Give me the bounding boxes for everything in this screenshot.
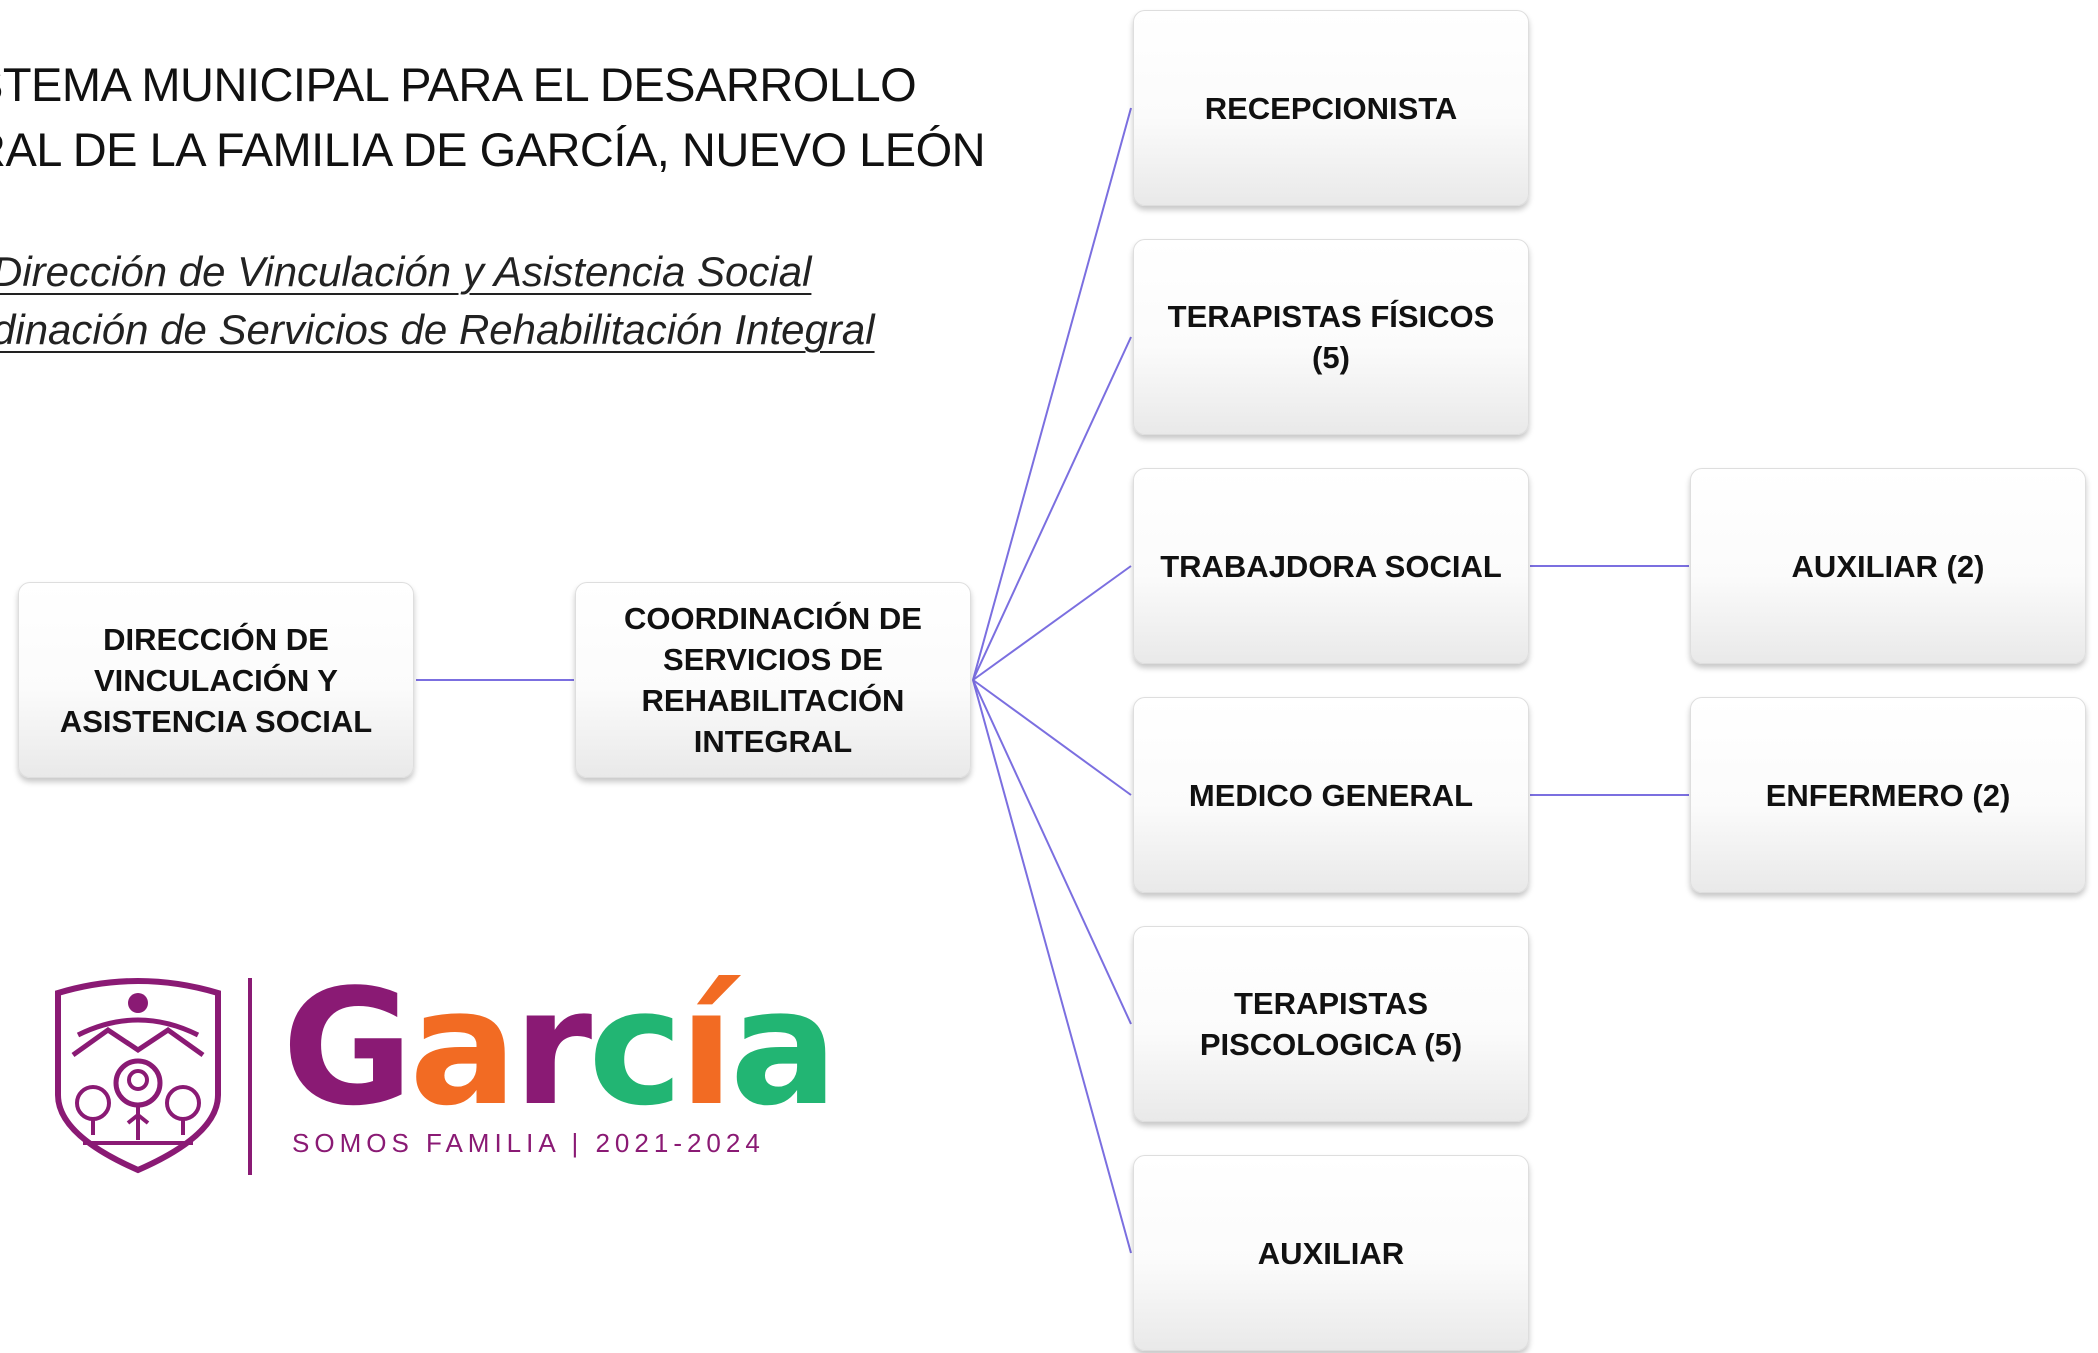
garcia-wordmark: García	[282, 958, 838, 1138]
node-auxiliar-label: AUXILIAR	[1257, 1235, 1405, 1271]
node-direccion-vinculacion: DIRECCIÓN DE VINCULACIÓN Y ASISTENCIA SO…	[18, 582, 414, 778]
node-auxiliar: AUXILIAR	[1133, 1155, 1529, 1351]
node-terapistas-psicologica-label: TERAPISTAS PISCOLOGICA (5)	[1199, 986, 1463, 1062]
connector-trabajdora-social	[972, 565, 1132, 681]
node-coordinacion-rehabilitacion: COORDINACIÓN DE SERVICIOS DE REHABILITAC…	[575, 582, 971, 778]
connector-medico-general	[972, 679, 1132, 796]
node-enfermero-2-label: ENFERMERO (2)	[1765, 777, 2011, 813]
node-enfermero-2: ENFERMERO (2)	[1690, 697, 2086, 893]
page-title: STEMA MUNICIPAL PARA EL DESARROLLO RAL D…	[0, 52, 986, 182]
wordmark-letter: a	[729, 954, 838, 1141]
wordmark-letter: c	[588, 954, 683, 1141]
subtitle-line-2: dinación de Servicios de Rehabilitación …	[0, 306, 875, 353]
logo-tagline: SOMOS FAMILIA | 2021-2024	[292, 1128, 765, 1158]
connector-terapistas-psicologica	[972, 679, 1132, 1025]
connector-terapistas-fisicos	[972, 336, 1132, 681]
garcia-shield-logo-icon	[55, 978, 221, 1174]
node-auxiliar-2: AUXILIAR (2)	[1690, 468, 2086, 664]
node-recepcionista: RECEPCIONISTA	[1133, 10, 1529, 206]
node-terapistas-fisicos-label: TERAPISTAS FÍSICOS (5)	[1167, 299, 1495, 375]
node-recepcionista-label: RECEPCIONISTA	[1204, 90, 1458, 126]
title-line-2: RAL DE LA FAMILIA DE GARCÍA, NUEVO LEÓN	[0, 123, 986, 176]
node-medico-general: MEDICO GENERAL	[1133, 697, 1529, 893]
title-line-1: STEMA MUNICIPAL PARA EL DESARROLLO	[0, 58, 917, 111]
node-medico-general-label: MEDICO GENERAL	[1188, 777, 1474, 813]
node-terapistas-fisicos: TERAPISTAS FÍSICOS (5)	[1133, 239, 1529, 435]
page-subtitle: Dirección de Vinculación y Asistencia So…	[0, 243, 942, 359]
logo-divider	[248, 978, 252, 1175]
node-coordinacion-rehabilitacion-label: COORDINACIÓN DE SERVICIOS DE REHABILITAC…	[624, 601, 922, 759]
node-trabajdora-social-label: TRABAJDORA SOCIAL	[1160, 548, 1502, 584]
node-trabajdora-social: TRABAJDORA SOCIAL	[1133, 468, 1529, 664]
connector-auxiliar	[972, 679, 1132, 1254]
wordmark-letter: a	[409, 954, 517, 1141]
node-terapistas-psicologica: TERAPISTAS PISCOLOGICA (5)	[1133, 926, 1529, 1122]
wordmark-letter: G	[282, 954, 413, 1141]
wordmark-letter: í	[679, 954, 734, 1141]
node-direccion-vinculacion-label: DIRECCIÓN DE VINCULACIÓN Y ASISTENCIA SO…	[59, 621, 373, 739]
subtitle-line-1: Dirección de Vinculación y Asistencia So…	[0, 248, 812, 295]
wordmark-letter: r	[513, 954, 592, 1141]
connector-recepcionista	[972, 107, 1132, 681]
node-auxiliar-2-label: AUXILIAR (2)	[1791, 548, 1985, 584]
